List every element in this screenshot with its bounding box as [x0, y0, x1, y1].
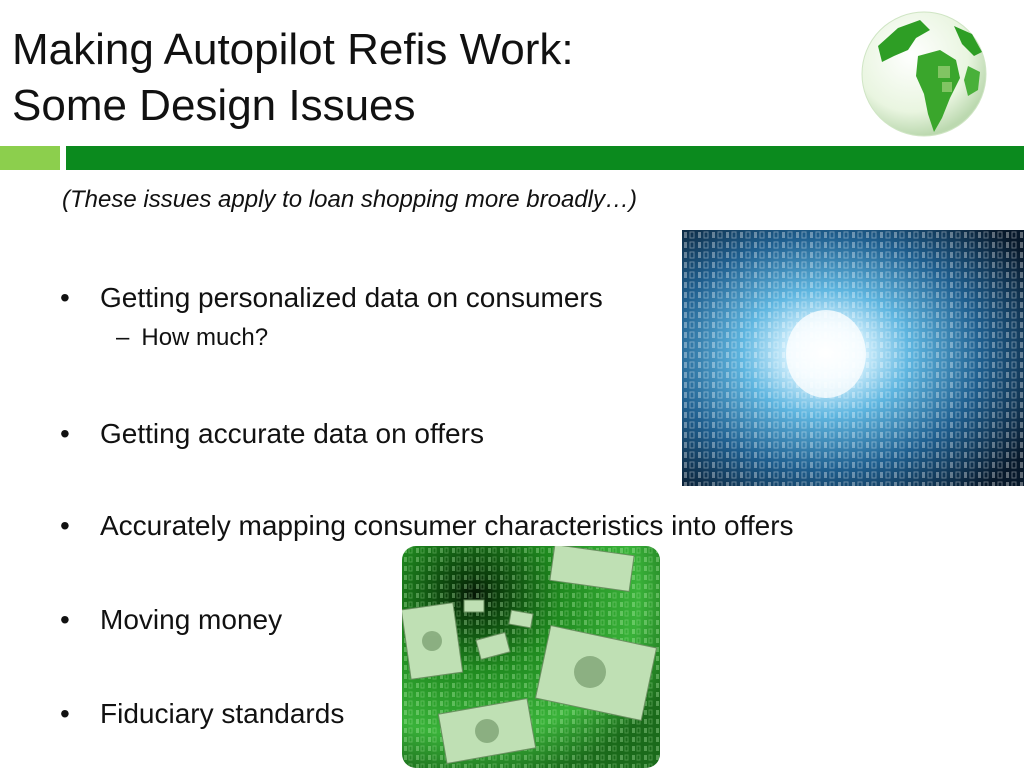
bullet-text: Getting personalized data on consumers	[100, 282, 603, 313]
bullet-glyph: •	[60, 418, 70, 449]
bullet-text: Fiduciary standards	[100, 698, 345, 729]
title-line-1: Making Autopilot Refis Work:	[12, 25, 574, 74]
sub-bullet-glyph: –	[116, 324, 130, 351]
title-line-2: Some Design Issues	[12, 81, 416, 130]
bullet-text: Moving money	[100, 604, 283, 635]
bullet-glyph: •	[60, 510, 70, 541]
bullet-text: Accurately mapping consumer characterist…	[100, 510, 794, 541]
bullet-glyph: •	[60, 698, 70, 729]
money-tunnel-image	[402, 546, 660, 768]
globe-icon	[861, 11, 987, 137]
accent-bar-dark	[66, 146, 1024, 170]
bullet-text: Getting accurate data on offers	[100, 418, 484, 449]
binary-tunnel-image	[682, 230, 1024, 486]
slide-subtitle: (These issues apply to loan shopping mor…	[62, 186, 637, 213]
accent-bar-light	[0, 146, 60, 170]
sub-bullet-text: How much?	[141, 324, 269, 351]
bullet-glyph: •	[60, 604, 70, 635]
sub-bullet: –How much?	[116, 324, 268, 352]
bullet-glyph: •	[60, 282, 70, 313]
slide-title: Making Autopilot Refis Work: Some Design…	[12, 22, 574, 134]
